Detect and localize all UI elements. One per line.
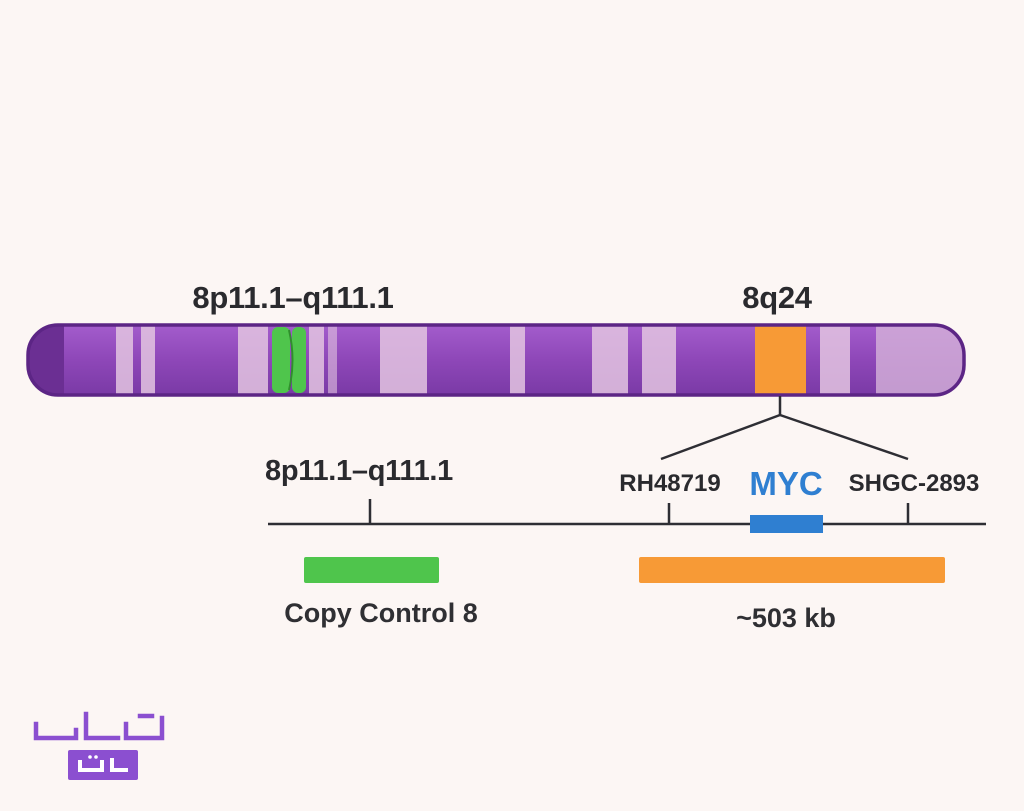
myc-probe-size-caption: ~503 kb xyxy=(736,603,836,633)
light-band xyxy=(309,325,324,395)
chromosome-8 xyxy=(26,323,966,397)
light-band xyxy=(116,325,133,395)
map-centromere-label: 8p11.1–q111.1 xyxy=(265,455,453,487)
brand-logo xyxy=(33,711,165,780)
myc-band-region xyxy=(755,325,806,395)
map-axis xyxy=(268,499,986,526)
centromere-region-label: 8p11.1–q111.1 xyxy=(192,280,394,315)
chromosome-bands xyxy=(28,325,964,395)
copy-control-8-probe xyxy=(304,557,439,583)
myc-band-label: 8q24 xyxy=(742,280,812,315)
light-band xyxy=(510,325,525,395)
light-band xyxy=(876,325,964,395)
light-band xyxy=(642,325,676,395)
light-band xyxy=(141,325,155,395)
myc-probe xyxy=(639,557,945,583)
light-band xyxy=(238,325,268,395)
zoom-lines xyxy=(660,396,909,461)
centromere-region xyxy=(272,327,306,393)
rh48719-label: RH48719 xyxy=(619,470,721,497)
light-band xyxy=(380,325,427,395)
light-band xyxy=(592,325,628,395)
copy-control-8-caption: Copy Control 8 xyxy=(284,598,478,628)
shgc-2893-label: SHGC-2893 xyxy=(848,470,980,497)
myc-gene-bar xyxy=(750,515,823,533)
myc-gene-label: MYC xyxy=(749,465,823,502)
chromosome-outline xyxy=(26,323,966,397)
light-band xyxy=(328,325,337,395)
light-band xyxy=(820,325,850,395)
